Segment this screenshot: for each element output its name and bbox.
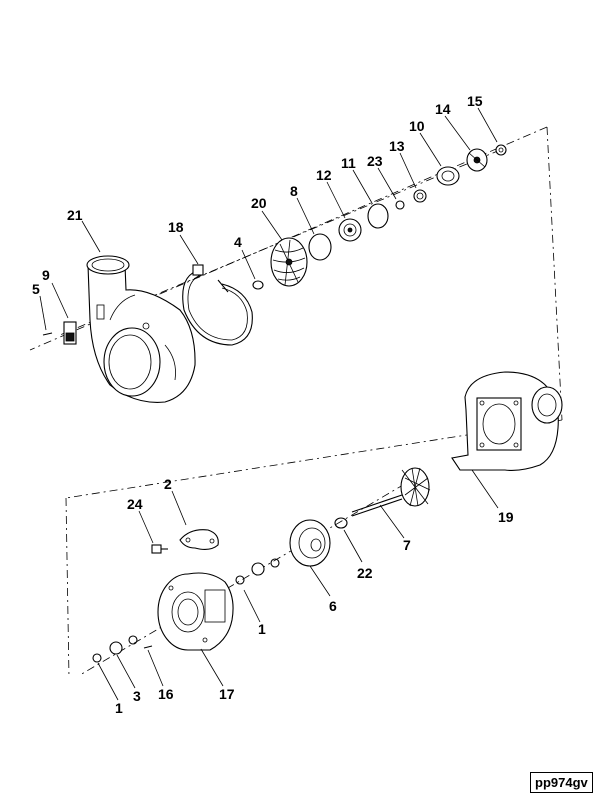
- callout-17: 17: [219, 686, 235, 702]
- leader-lines: [39, 107, 499, 701]
- retaining-ring: [182, 264, 253, 346]
- callout-14: 14: [435, 101, 451, 117]
- seal-ring: [395, 200, 405, 210]
- drawing-code: pp974gv: [530, 772, 593, 793]
- piston-ring: [334, 517, 348, 529]
- callout-18: 18: [168, 219, 184, 235]
- bearing-housing: [157, 572, 234, 651]
- callout-13: 13: [389, 138, 405, 154]
- thrust-collar: [338, 218, 362, 242]
- thrust-ring: [436, 166, 460, 186]
- spacer: [413, 189, 427, 203]
- heat-shield: [289, 519, 331, 567]
- nut: [252, 280, 264, 290]
- callout-22: 22: [357, 565, 373, 581]
- callout-21: 21: [67, 207, 83, 223]
- snap-ring: [308, 233, 332, 261]
- callout-15: 15: [467, 93, 483, 109]
- callout-labels: 21 9 5 18 20 4 8 12 11 23 13 10 14 15 24…: [32, 93, 514, 716]
- lower-small-parts: [92, 635, 153, 663]
- screw: [42, 332, 53, 336]
- callout-20: 20: [251, 195, 267, 211]
- callout-10: 10: [409, 118, 425, 134]
- clamp-plate: [179, 529, 219, 551]
- compressor-housing: [86, 255, 196, 403]
- callout-1-lower: 1: [115, 700, 123, 716]
- callout-2: 2: [164, 476, 172, 492]
- compressor-wheel: [270, 237, 308, 287]
- callout-11: 11: [341, 155, 356, 171]
- callout-9: 9: [42, 267, 50, 283]
- plate: [63, 321, 77, 345]
- callout-8: 8: [290, 183, 298, 199]
- shaft-and-turbine-wheel: [351, 467, 431, 517]
- bolt: [151, 544, 168, 554]
- callout-5: 5: [32, 281, 40, 297]
- turbine-housing: [451, 371, 563, 471]
- callout-23: 23: [367, 153, 383, 169]
- callout-7: 7: [403, 537, 411, 553]
- callout-6: 6: [329, 598, 337, 614]
- thrust-bearing: [466, 148, 488, 172]
- o-ring: [367, 203, 389, 229]
- callout-16: 16: [158, 686, 174, 702]
- callout-24: 24: [127, 496, 143, 512]
- callout-12: 12: [316, 167, 332, 183]
- callout-19: 19: [498, 509, 514, 525]
- callout-3: 3: [133, 688, 141, 704]
- callout-4: 4: [234, 234, 242, 250]
- washer: [495, 144, 507, 156]
- callout-1-upper: 1: [258, 621, 266, 637]
